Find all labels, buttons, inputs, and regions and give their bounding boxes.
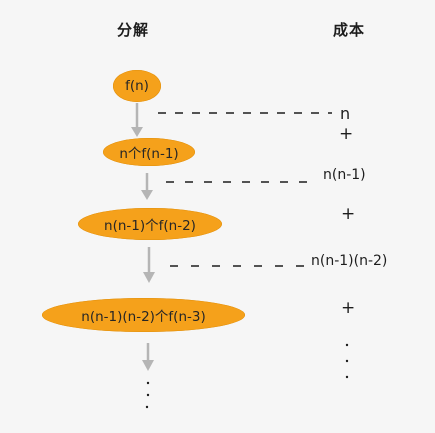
plus-sign-0: +: [339, 124, 354, 144]
arrow-2: [143, 247, 155, 283]
cost-label-2: n(n-1)(n-2): [311, 253, 388, 269]
recursion-node-1: n个f(n-1): [103, 138, 195, 166]
recursion-node-2: n(n-1)个f(n-2): [78, 208, 222, 240]
decomposition-header: 分解: [117, 21, 150, 39]
arrow-0: [131, 103, 143, 137]
continuation-dots-right: [345, 343, 349, 379]
continuation-dots-left: [145, 381, 150, 409]
plus-sign-1: +: [341, 204, 356, 224]
arrow-1: [141, 173, 153, 200]
cost-label-0: n: [340, 104, 351, 123]
cost-header: 成本: [333, 21, 366, 39]
arrow-3: [142, 343, 154, 371]
recursion-node-0: f(n): [113, 70, 161, 102]
recursion-node-3: n(n-1)(n-2)个f(n-3): [42, 298, 245, 332]
cost-label-1: n(n-1): [323, 167, 366, 183]
plus-sign-2: +: [341, 298, 356, 318]
